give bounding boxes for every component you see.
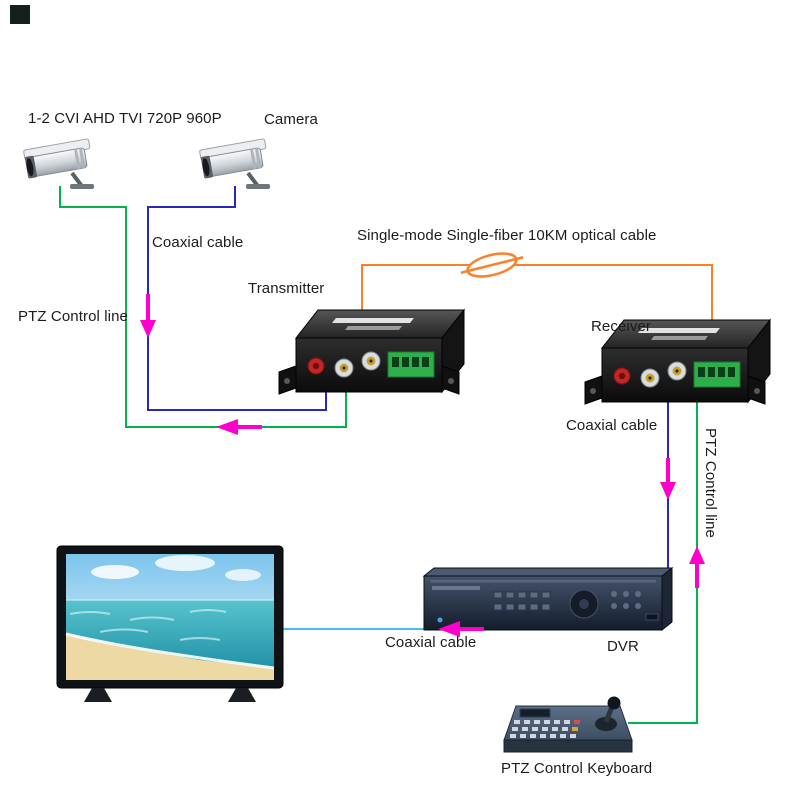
cctv-camera-2-icon: [197, 136, 272, 191]
cctv-camera-1-icon: [21, 136, 96, 191]
arrow-left-to-tv: [438, 621, 484, 637]
label-ptz-keyboard: PTZ Control Keyboard: [501, 760, 653, 777]
flow-arrows: [140, 294, 705, 637]
arrow-down-to-dvr: [660, 458, 676, 500]
label-coaxial-left: Coaxial cable: [152, 234, 244, 251]
ptz-line-camera-to-transmitter: [59, 186, 347, 428]
arrow-up-to-receiver: [689, 546, 705, 588]
dvr-device: [422, 566, 674, 632]
label-optical-cable: Single-mode Single-fiber 10KM optical ca…: [357, 227, 657, 244]
corner-logo-mark: [10, 5, 30, 24]
arrow-left-to-camera: [216, 419, 262, 435]
label-receiver: Receiver: [591, 318, 651, 335]
label-camera: Camera: [264, 111, 318, 128]
label-coaxial-right: Coaxial cable: [566, 417, 658, 434]
label-ptz-right: PTZ Control line: [702, 428, 719, 538]
optical-fiber-line: [361, 264, 713, 336]
tv-monitor: [56, 545, 284, 702]
arrow-down-to-transmitter: [140, 294, 156, 338]
label-dvr: DVR: [607, 638, 639, 655]
ptz-keyboard-device: [503, 696, 633, 753]
fiber-coil-icon: [460, 252, 524, 278]
ptz-line-receiver-to-keyboard: [628, 398, 698, 724]
label-coaxial-bottom: Coaxial cable: [385, 634, 477, 651]
label-camera-spec: 1-2 CVI AHD TVI 720P 960P: [28, 110, 222, 127]
label-transmitter: Transmitter: [248, 280, 325, 297]
transmitter-device: [278, 309, 465, 395]
label-ptz-left: PTZ Control line: [18, 308, 128, 325]
